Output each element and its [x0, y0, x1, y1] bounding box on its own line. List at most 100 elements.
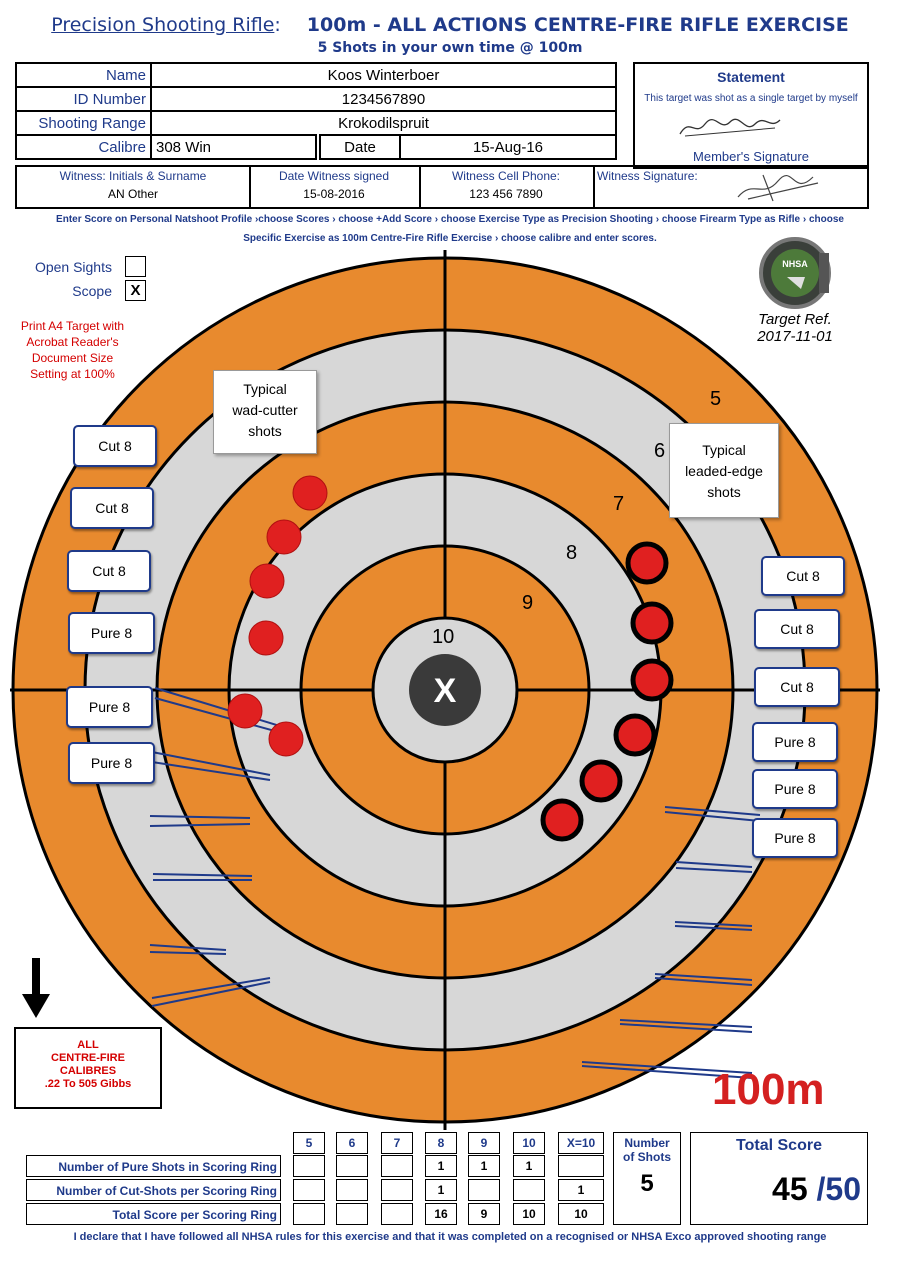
shots-value[interactable]: 5 [640, 1170, 654, 1197]
id-label: ID Number [15, 86, 152, 112]
pure-cell[interactable]: 1 [425, 1155, 457, 1177]
shot-label-left-3: Cut 8 [67, 550, 151, 592]
callout-line: wad-cutter [232, 402, 298, 418]
total-cell[interactable] [336, 1203, 368, 1225]
date-value[interactable]: 15-Aug-16 [399, 134, 617, 160]
pure-cell[interactable] [381, 1155, 413, 1177]
shot-label-left-4: Pure 8 [68, 612, 155, 654]
shot-hole [227, 693, 263, 729]
shooter-info-table: Name Koos Winterboer ID Number 123456789… [15, 62, 617, 160]
shot-hole [630, 601, 674, 645]
ring-number-8: 8 [566, 542, 577, 564]
declaration: I declare that I have followed all NHSA … [73, 1231, 827, 1243]
open-sights-checkbox[interactable] [125, 256, 146, 277]
total-score[interactable]: 45 [772, 1171, 808, 1207]
shot-hole [266, 519, 302, 555]
title-separator: : [274, 14, 281, 36]
range-label: Shooting Range [15, 110, 152, 136]
cut-cell[interactable]: 1 [425, 1179, 457, 1201]
ring-number-9: 9 [522, 592, 533, 614]
shot-hole [540, 798, 584, 842]
cut-cell[interactable]: 1 [558, 1179, 604, 1201]
calibres-line: ALL [77, 1039, 99, 1051]
pure-cell[interactable]: 1 [513, 1155, 545, 1177]
typical-leaded-edge-callout: Typical leaded-edge shots [669, 423, 779, 518]
witness-date-cell[interactable]: Date Witness signed 15-08-2016 [249, 167, 421, 207]
shot-hole [625, 541, 669, 585]
leader-line [654, 973, 753, 986]
witness-phone-cell[interactable]: Witness Cell Phone: 123 456 7890 [419, 167, 595, 207]
pure-cell[interactable] [293, 1155, 325, 1177]
x-ring [409, 654, 481, 726]
cut-cell[interactable] [336, 1179, 368, 1201]
calibres-line: .22 To 505 Gibbs [44, 1078, 132, 1090]
total-cell[interactable]: 9 [468, 1203, 500, 1225]
cut-cell[interactable] [293, 1179, 325, 1201]
witness-signature [737, 174, 819, 202]
leader-line [581, 1061, 753, 1079]
calibre-label: Calibre [15, 134, 152, 160]
shot-label-right-4: Pure 8 [752, 722, 838, 762]
date-label: Date [315, 134, 401, 160]
range-value[interactable]: Krokodilspruit [150, 110, 617, 136]
leader-line [619, 1019, 753, 1033]
total-cell[interactable] [381, 1203, 413, 1225]
leader-line [149, 815, 251, 827]
ring-header: 6 [336, 1132, 368, 1154]
ring-header: 5 [293, 1132, 325, 1154]
member-signature-label: Member's Signature [693, 149, 809, 164]
total-row-label: Total Score per Scoring Ring [26, 1203, 281, 1225]
pure-cell[interactable] [336, 1155, 368, 1177]
cut-cell[interactable] [468, 1179, 500, 1201]
witness-signature-label: Witness Signature: [597, 169, 698, 183]
exercise-category: Precision Shooting Rifle [51, 14, 275, 36]
print-note-line: Acrobat Reader's [26, 335, 119, 349]
witness-phone-label: Witness Cell Phone: [451, 169, 561, 183]
ring-header: 10 [513, 1132, 545, 1154]
target-ref-label: Target Ref. [758, 311, 832, 328]
shot-hole [292, 475, 328, 511]
total-cell[interactable] [293, 1203, 325, 1225]
leader-line [154, 687, 294, 737]
ring-header: 9 [468, 1132, 500, 1154]
target-ref: Target Ref. 2017-11-01 [740, 311, 850, 345]
cut-cell[interactable] [513, 1179, 545, 1201]
witness-name: AN Other [107, 187, 158, 201]
callout-line: leaded-edge [685, 463, 763, 479]
page-title: Precision Shooting Rifle:100m - ALL ACTI… [0, 14, 900, 36]
total-cell[interactable]: 10 [558, 1203, 604, 1225]
total-cell[interactable]: 16 [425, 1203, 457, 1225]
typical-wad-cutter-callout: Typical wad-cutter shots [213, 370, 317, 454]
total-score-value: 45 /50 [772, 1171, 861, 1208]
member-signature [679, 118, 781, 137]
name-value[interactable]: Koos Winterboer [150, 62, 617, 88]
ring-header: 7 [381, 1132, 413, 1154]
callout-line: Typical [243, 381, 287, 397]
calibre-value[interactable]: 308 Win [150, 134, 319, 160]
cut-cell[interactable] [381, 1179, 413, 1201]
print-note: Print A4 Target with Acrobat Reader's Do… [15, 318, 130, 382]
statement-text: This target was shot as a single target … [644, 93, 858, 104]
pure-cell[interactable] [558, 1155, 604, 1177]
witness-signature-cell[interactable]: Witness Signature: [593, 167, 865, 207]
scope-checkbox[interactable]: X [125, 280, 146, 301]
ring-number-5: 5 [710, 388, 721, 410]
leader-line [151, 977, 271, 1007]
total-cell[interactable]: 10 [513, 1203, 545, 1225]
shot-label-left-2: Cut 8 [70, 487, 154, 529]
callout-line: shots [707, 484, 741, 500]
pure-cell[interactable]: 1 [468, 1155, 500, 1177]
down-arrow-icon [22, 958, 50, 1018]
leader-line [674, 921, 753, 931]
shot-label-right-2: Cut 8 [754, 609, 840, 649]
leader-line [664, 806, 761, 822]
witness-name-cell[interactable]: Witness: Initials & Surname AN Other [17, 167, 251, 207]
id-value[interactable]: 1234567890 [150, 86, 617, 112]
calibres-line: CALIBRES [59, 1065, 117, 1077]
shot-hole [249, 563, 285, 599]
witness-row: Witness: Initials & Surname AN Other Dat… [15, 165, 869, 209]
ring-number-10: 10 [432, 626, 454, 648]
target-face: X 5 6 7 8 9 10 [10, 250, 880, 1130]
shot-hole [613, 713, 657, 757]
ring-number-7: 7 [613, 493, 624, 515]
